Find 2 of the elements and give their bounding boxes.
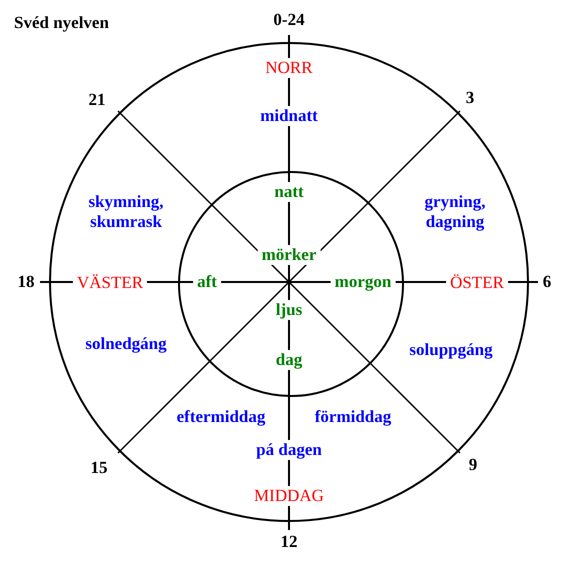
period-label: mörker (258, 245, 320, 265)
title: Svéd nyelven (14, 12, 109, 34)
